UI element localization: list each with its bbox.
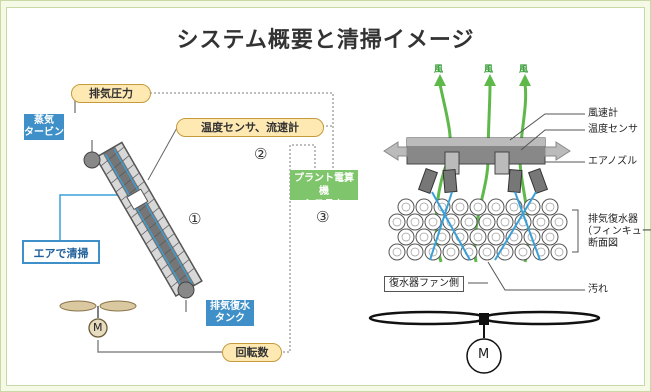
marker-2: ② <box>254 145 268 163</box>
air-nozzle-housing <box>383 137 571 195</box>
wind-label-3: 風 <box>519 65 529 75</box>
right-leaders <box>487 113 585 291</box>
motor-label-left: M <box>93 321 103 334</box>
motor-circle-right <box>466 338 502 374</box>
rpm-label: 回転数 <box>222 343 282 362</box>
wind-label-1: 風 <box>434 65 444 75</box>
motor-circle-left <box>88 318 108 338</box>
marker-1: ① <box>188 210 202 228</box>
wind-label-2: 風 <box>484 65 494 75</box>
temp-sensor-label: 温度センサ <box>588 124 638 135</box>
air-clean-box: エアで清掃 <box>22 240 100 264</box>
anemometer-label: 風速計 <box>588 108 618 119</box>
air-jet-lines <box>429 191 541 261</box>
fan-propeller <box>59 300 137 318</box>
exhaust-tank-box: 排気復水 タンク <box>206 300 254 326</box>
steam-turbine-box: 蒸気 タービン <box>24 114 64 140</box>
fin-tube-bank <box>388 198 568 261</box>
fan-side-label: 復水器ファン側 <box>384 276 464 292</box>
page-title: システム概要と清掃イメージ <box>176 28 475 53</box>
condenser-column <box>94 141 203 298</box>
condenser-label: 排気復水器 <box>588 214 638 225</box>
temp-flow-label: 温度センサ、流速計 <box>176 118 324 137</box>
marker-3: ③ <box>316 208 330 226</box>
plant-system-box: プラント電算機 システム <box>290 170 358 210</box>
fan-blades-right <box>368 310 601 338</box>
exhaust-pressure-label: 排気圧力 <box>71 84 151 103</box>
dirt-label: 汚れ <box>588 284 608 295</box>
fin-tube-label: （フィンキューブ） <box>582 226 651 237</box>
wind-arrowheads <box>434 74 531 86</box>
cross-section-label: 断面図 <box>588 238 618 249</box>
air-nozzle-label: エアノズル <box>588 156 638 167</box>
motor-label-right: M <box>478 347 490 362</box>
